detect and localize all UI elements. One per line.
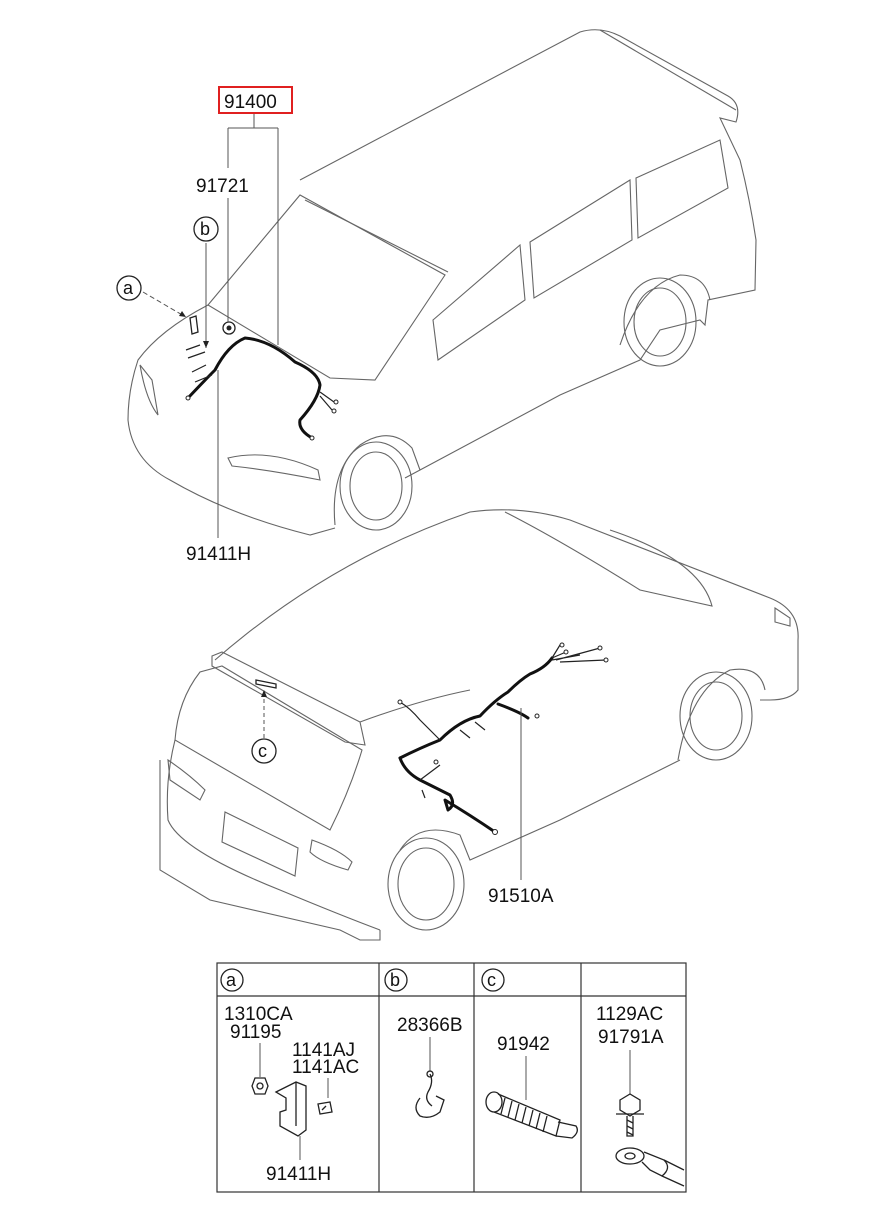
callout-91411H: 91411H xyxy=(186,544,251,565)
ref-marker-a: a xyxy=(123,278,134,298)
ref-marker-a-circle xyxy=(116,275,142,301)
ref-marker-b-circle xyxy=(193,216,219,242)
rear-wiring-harness xyxy=(255,642,609,835)
callout-91721: 91721 xyxy=(196,176,249,197)
table-header-b-circle xyxy=(384,968,408,992)
parts-col-c-drawing xyxy=(485,1056,578,1139)
callout-91400: 91400 xyxy=(224,92,277,113)
parts-table xyxy=(216,962,687,1193)
parts-col-b-drawing xyxy=(415,1037,445,1118)
table-header-c: c xyxy=(487,970,496,990)
part-91942: 91942 xyxy=(497,1034,550,1055)
part-1129AC: 1129AC xyxy=(596,1004,663,1025)
ref-marker-c-circle xyxy=(251,738,277,764)
table-header-a-circle xyxy=(220,968,244,992)
rear-callout-lines xyxy=(261,690,522,880)
table-header-a: a xyxy=(226,970,237,990)
part-91411H: 91411H xyxy=(266,1164,331,1185)
front-vehicle-outline xyxy=(127,29,757,536)
rear-vehicle-outline xyxy=(159,509,799,941)
ref-marker-b: b xyxy=(200,219,210,239)
table-header-c-circle xyxy=(481,968,505,992)
callout-91510A: 91510A xyxy=(488,886,554,907)
parts-col-a-drawings xyxy=(251,1043,333,1160)
part-91195: 91195 xyxy=(230,1022,281,1043)
table-header-b: b xyxy=(390,970,400,990)
front-wiring-harness xyxy=(185,315,339,441)
ref-marker-c: c xyxy=(258,741,267,761)
highlight-box-91400 xyxy=(218,86,293,114)
part-28366B: 28366B xyxy=(397,1015,463,1036)
front-callout-lines xyxy=(142,113,279,538)
part-91791A: 91791A xyxy=(598,1027,664,1048)
part-1141AJ: 1141AJ xyxy=(292,1040,355,1061)
part-1310CA: 1310CA xyxy=(224,1004,293,1025)
part-1141AC: 1141AC xyxy=(292,1057,359,1078)
parts-col-d-drawing xyxy=(615,1050,685,1187)
